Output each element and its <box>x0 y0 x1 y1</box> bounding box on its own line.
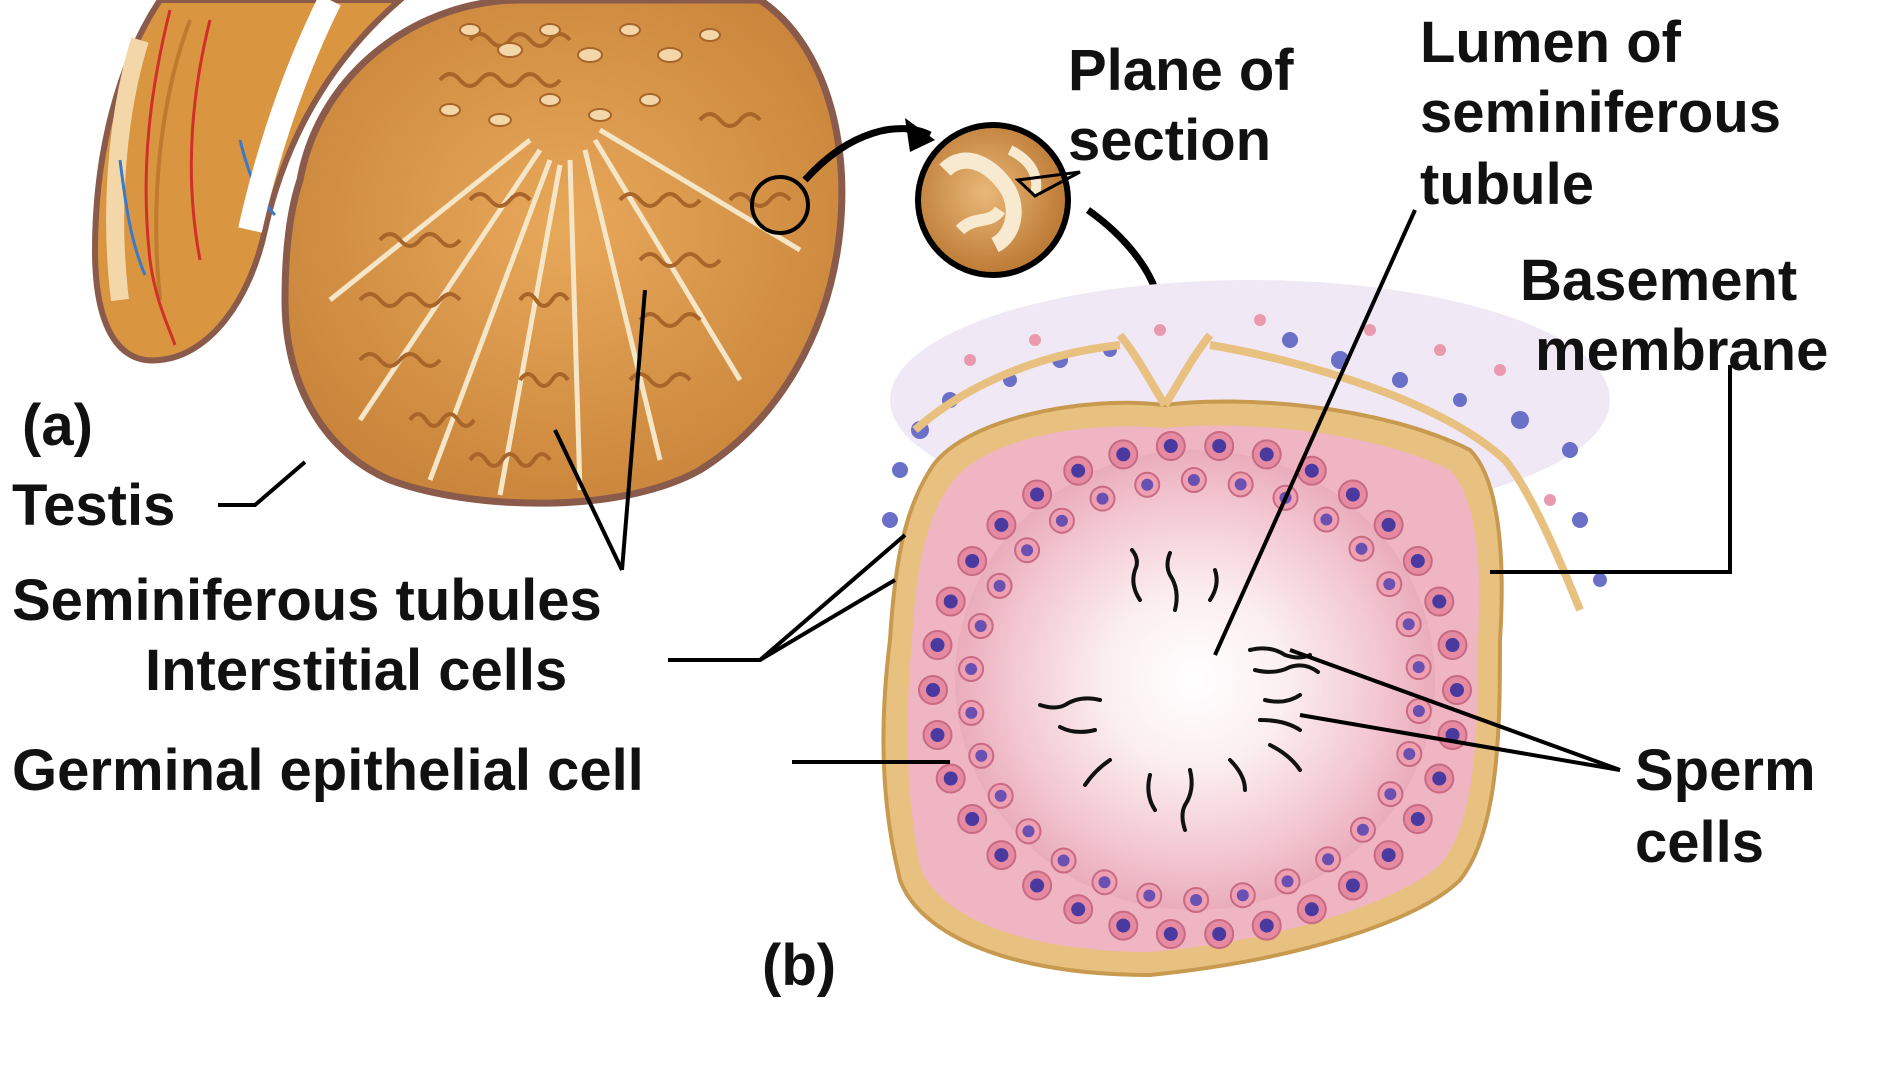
label-interstitial-cells: Interstitial cells <box>145 638 567 703</box>
cell-nucleus <box>1305 464 1319 478</box>
cell-nucleus <box>926 683 940 697</box>
cell-nucleus <box>931 728 945 742</box>
cell-nucleus <box>994 848 1008 862</box>
cell-nucleus <box>1382 518 1396 532</box>
cell-nucleus <box>1143 890 1155 902</box>
label-plane-of-section-2: section <box>1068 108 1271 173</box>
cell-nucleus <box>1282 875 1294 887</box>
magnified-view <box>918 125 1080 275</box>
label-panel-b: (b) <box>762 933 836 998</box>
cell-nucleus <box>1403 748 1415 760</box>
tubule-cross-section <box>882 280 1610 975</box>
cell-nucleus <box>1322 853 1334 865</box>
cell-nucleus <box>1320 514 1332 526</box>
cell-nucleus <box>1450 683 1464 697</box>
cell-nucleus <box>1030 488 1044 502</box>
cell-nucleus <box>1099 876 1111 888</box>
cell-nucleus <box>931 638 945 652</box>
cell-nucleus <box>1116 919 1130 933</box>
cell-nucleus <box>1260 447 1274 461</box>
cell-nucleus <box>944 595 958 609</box>
testis-illustration <box>95 0 842 503</box>
label-lumen-1: Lumen of <box>1420 10 1682 75</box>
label-lumen-2: seminiferous <box>1420 80 1781 145</box>
cell-nucleus <box>1116 447 1130 461</box>
label-testis: Testis <box>12 473 175 538</box>
cell-nucleus <box>994 580 1006 592</box>
cell-nucleus <box>1071 464 1085 478</box>
cell-nucleus <box>965 554 979 568</box>
cell-nucleus <box>1413 705 1425 717</box>
leader-testis <box>218 462 305 505</box>
label-germinal-epithelial-cell: Germinal epithelial cell <box>12 738 644 803</box>
cell-nucleus <box>965 663 977 675</box>
leader-interstitial-b <box>760 535 905 660</box>
leader-interstitial <box>668 580 895 660</box>
cell-nucleus <box>1305 902 1319 916</box>
cell-nucleus <box>1411 554 1425 568</box>
cell-nucleus <box>1030 879 1044 893</box>
cell-nucleus <box>1432 595 1446 609</box>
cell-nucleus <box>1141 479 1153 491</box>
cell-nucleus <box>944 772 958 786</box>
cell-nucleus <box>1190 894 1202 906</box>
label-sperm-2: cells <box>1635 810 1764 875</box>
cell-nucleus <box>1164 439 1178 453</box>
label-sperm-1: Sperm <box>1635 738 1816 803</box>
label-panel-a: (a) <box>22 393 93 458</box>
cell-nucleus <box>995 790 1007 802</box>
cell-nucleus <box>994 518 1008 532</box>
label-basement-1: Basement <box>1520 248 1797 313</box>
cell-nucleus <box>975 750 987 762</box>
arrowhead-1 <box>905 118 935 152</box>
cell-nucleus <box>1071 902 1085 916</box>
label-basement-2: membrane <box>1535 318 1828 383</box>
cell-nucleus <box>1212 927 1226 941</box>
label-plane-of-section-1: Plane of <box>1068 38 1294 103</box>
cell-nucleus <box>1384 788 1396 800</box>
cell-nucleus <box>1446 638 1460 652</box>
cell-nucleus <box>1164 927 1178 941</box>
cell-nucleus <box>1056 515 1068 527</box>
cell-nucleus <box>1432 772 1446 786</box>
cell-nucleus <box>1346 488 1360 502</box>
cell-nucleus <box>1346 879 1360 893</box>
cell-nucleus <box>1235 478 1247 490</box>
cell-nucleus <box>1237 889 1249 901</box>
cell-nucleus <box>1212 439 1226 453</box>
label-seminiferous-tubules: Seminiferous tubules <box>12 568 602 633</box>
cell-nucleus <box>1097 493 1109 505</box>
cell-nucleus <box>1413 661 1425 673</box>
cell-nucleus <box>975 620 987 632</box>
cell-nucleus <box>1382 848 1396 862</box>
testis-body <box>285 0 842 503</box>
cell-nucleus <box>965 812 979 826</box>
cell-nucleus <box>1383 578 1395 590</box>
cell-nucleus <box>1357 824 1369 836</box>
label-lumen-3: tubule <box>1420 152 1594 217</box>
cell-nucleus <box>1403 618 1415 630</box>
cell-nucleus <box>1023 825 1035 837</box>
cell-nucleus <box>1356 543 1368 555</box>
cell-nucleus <box>965 707 977 719</box>
cell-nucleus <box>1021 544 1033 556</box>
cell-nucleus <box>1188 474 1200 486</box>
cell-nucleus <box>1058 855 1070 867</box>
cell-nucleus <box>1260 919 1274 933</box>
cell-nucleus <box>1411 812 1425 826</box>
